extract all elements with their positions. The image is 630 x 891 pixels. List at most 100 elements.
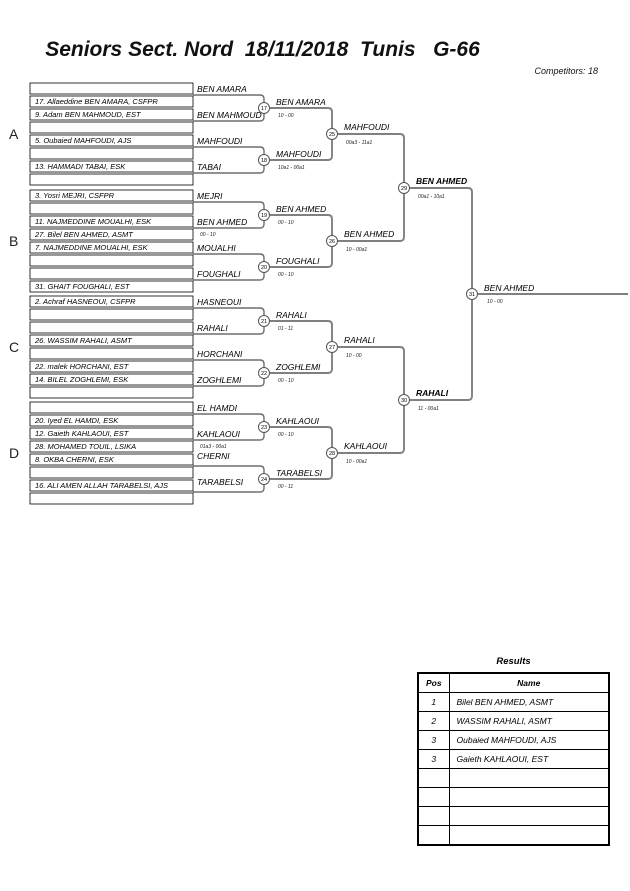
entry-box — [29, 321, 194, 334]
match-circle — [398, 394, 410, 406]
result-name: Bilel BEN AHMED, ASMT — [448, 692, 610, 712]
result-row — [417, 825, 610, 846]
entry-label: 2. Achraf HASNEOUI, CSFPR — [34, 297, 136, 306]
match-circle — [258, 261, 270, 273]
match-score: 00 - 10 — [278, 220, 294, 226]
match-winners: BEN AMARA 10 - 00 MAHFOUDI 10a1 - 00a1 B… — [275, 97, 534, 490]
match-score: 00 - 10 — [278, 378, 294, 384]
entry-box — [29, 82, 194, 95]
entry-box — [29, 427, 194, 440]
slot-name: MAHFOUDI — [197, 136, 243, 146]
result-pos: 2 — [417, 711, 450, 731]
result-name — [448, 825, 610, 846]
entry-label: 8. OKBA CHERNI, ESK — [35, 455, 115, 464]
result-pos: 3 — [417, 749, 450, 769]
bracket-connector — [338, 346, 405, 454]
entry-box — [29, 173, 194, 186]
entry-box — [29, 215, 194, 228]
winner-label: MAHFOUDI — [344, 122, 390, 132]
entry-label: 11. NAJMEDDINE MOUALHI, ESK — [35, 217, 152, 226]
entry-box — [29, 453, 194, 466]
result-name: Oubaied MAHFOUDI, AJS — [448, 730, 610, 750]
match-score: 10 - 00 — [278, 113, 294, 119]
match-score: 10 - 00a1 — [346, 247, 367, 253]
match-circle — [398, 182, 410, 194]
entry-box — [29, 267, 194, 280]
results-header-row: Pos Name — [417, 672, 610, 693]
result-name: Gaieth KAHLAOUI, EST — [448, 749, 610, 769]
slot-name: HORCHANI — [197, 349, 243, 359]
winner-label: TARABELSI — [276, 468, 323, 478]
entry-label: 5. Oubaied MAHFOUDI, AJS — [35, 136, 131, 145]
entry-label: 7. NAJMEDDINE MOUALHI, ESK — [35, 243, 149, 252]
group-label-c: C — [9, 339, 19, 355]
results-title: Results — [496, 656, 531, 667]
match-circle — [326, 235, 338, 247]
slot-score: 00 - 10 — [200, 232, 216, 238]
slot-name: BEN MAHMOUD — [197, 110, 262, 120]
result-name — [448, 768, 610, 788]
slot-name: FOUGHALI — [197, 269, 241, 279]
competitors-count: Competitors: 18 — [534, 66, 598, 76]
results-header-name: Name — [448, 672, 610, 693]
entry-box — [29, 241, 194, 254]
match-circle — [258, 315, 270, 327]
winner-label: RAHALI — [416, 388, 449, 398]
match-circle — [326, 128, 338, 140]
match-number: 17 — [261, 106, 267, 112]
winner-label: RAHALI — [344, 335, 375, 345]
winner-label: ZOGHLEMI — [275, 362, 321, 372]
winner-label: MAHFOUDI — [276, 149, 322, 159]
entry-box — [29, 308, 194, 321]
winner-label: BEN AHMED — [276, 204, 326, 214]
result-row — [417, 768, 610, 788]
result-row: 2 WASSIM RAHALI, ASMT — [417, 711, 610, 731]
result-row: 1 Bilel BEN AHMED, ASMT — [417, 692, 610, 712]
entry-box — [29, 334, 194, 347]
match-score: 00a3 - 11a1 — [346, 140, 373, 146]
slot-name: MEJRI — [197, 191, 223, 201]
match-circle — [326, 447, 338, 459]
entry-box — [29, 202, 194, 215]
entry-box — [29, 134, 194, 147]
match-number: 26 — [329, 239, 335, 245]
result-pos — [417, 787, 450, 807]
result-pos: 1 — [417, 692, 450, 712]
match-number: 20 — [261, 265, 267, 271]
entry-box — [29, 295, 194, 308]
match-circle — [258, 473, 270, 485]
match-number: 27 — [329, 345, 335, 351]
result-row — [417, 787, 610, 807]
entry-label: 3. Yosri MEJRI, CSFPR — [35, 191, 115, 200]
entry-box — [29, 373, 194, 386]
results-section: Results Pos Name 1 Bilel BEN AHMED, ASMT… — [417, 656, 610, 846]
slot-name: BEN AHMED — [197, 217, 247, 227]
slot-score: 01a3 - 00a1 — [200, 444, 227, 450]
match-circle — [258, 421, 270, 433]
entry-label: 20. Iyed EL HAMDI, ESK — [34, 416, 119, 425]
entry-label: 16. ALI AMEN ALLAH TARABELSI, AJS — [35, 481, 168, 490]
group-label-d: D — [9, 445, 19, 461]
match-score: 11 - 00a1 — [418, 406, 439, 412]
results-table: Pos Name 1 Bilel BEN AHMED, ASMT 2 WASSI… — [417, 672, 610, 846]
match-circles: 17 18 19 20 21 22 23 24 25 26 27 28 29 3… — [258, 102, 478, 485]
match-circle — [466, 288, 478, 300]
winner-label: KAHLAOUI — [276, 416, 320, 426]
entry-label: 14. BILEL ZOGHLEMI, ESK — [35, 375, 129, 384]
match-score: 00a1 - 10a1 — [418, 194, 445, 200]
entry-label: 17. Allaeddine BEN AMARA, CSFPR — [35, 97, 158, 106]
entry-box — [29, 401, 194, 414]
entry-box — [29, 95, 194, 108]
match-circle — [258, 102, 270, 114]
slot-name: CHERNI — [197, 451, 230, 461]
tournament-bracket: A B C D — [9, 82, 628, 505]
slot-name: EL HAMDI — [197, 403, 238, 413]
entry-label: 13. HAMMADI TABAI, ESK — [35, 162, 126, 171]
bracket-connector — [410, 187, 473, 401]
match-score: 01 - 11 — [278, 326, 293, 332]
match-circle — [258, 367, 270, 379]
match-number: 23 — [261, 425, 267, 431]
match-number: 22 — [261, 371, 267, 377]
result-name: WASSIM RAHALI, ASMT — [448, 711, 610, 731]
match-score: 10a1 - 00a1 — [278, 165, 305, 171]
